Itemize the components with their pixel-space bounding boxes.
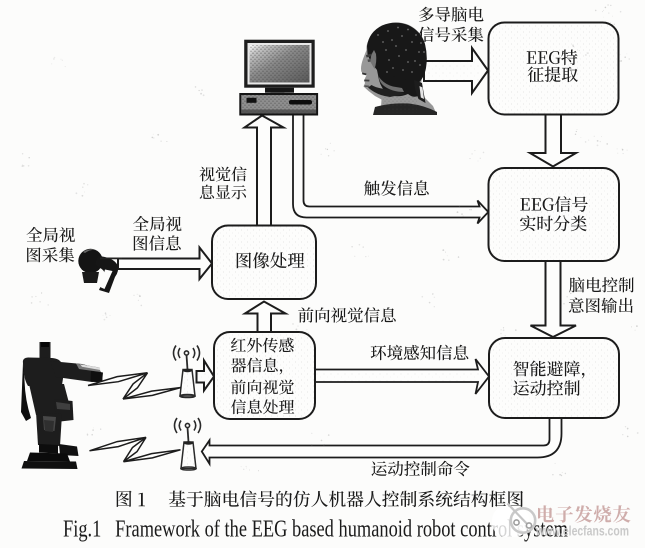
svg-text:www.elecfans.com: www.elecfans.com xyxy=(535,524,629,539)
svg-text:Fig.1 Framework of the EEG b: Fig.1 Framework of the EEG based humanoi… xyxy=(63,517,568,543)
